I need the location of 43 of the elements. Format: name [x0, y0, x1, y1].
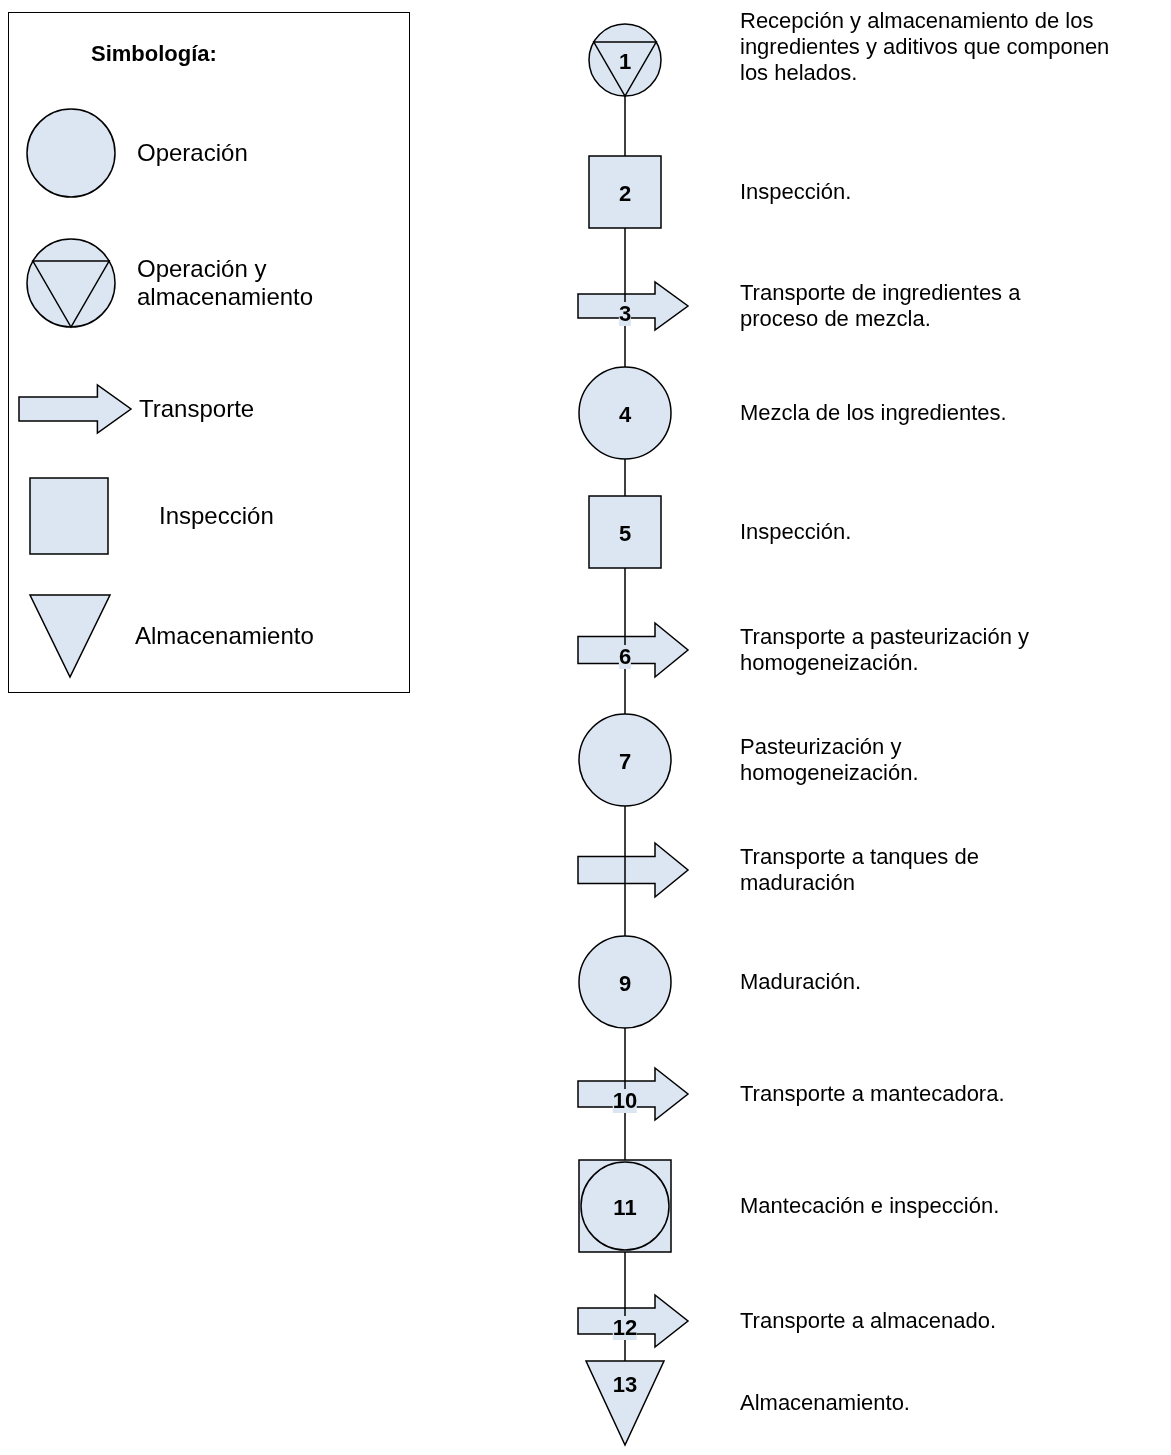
step-number: 10 [612, 1089, 638, 1113]
step-number: 3 [618, 302, 632, 326]
step-number: 2 [618, 182, 632, 206]
step-number: 7 [618, 750, 632, 774]
step-description: Almacenamiento. [740, 1390, 911, 1416]
legend-label: Operación y almacenamiento [137, 255, 315, 311]
step-number: 4 [618, 403, 632, 427]
step-description: Transporte a almacenado. [740, 1308, 997, 1334]
step-description: Pasteurización y homogeneización. [740, 734, 920, 786]
connector-line [624, 329, 626, 368]
connector-line [624, 1251, 626, 1296]
connector-line [624, 95, 626, 157]
connector-line [624, 567, 626, 624]
legend-label: Operación [137, 139, 248, 167]
step-number: 9 [618, 972, 632, 996]
step-number: 13 [612, 1373, 638, 1397]
step-number: 6 [618, 645, 632, 669]
step-number: 1 [618, 50, 632, 74]
legend-label: Inspección [159, 502, 274, 530]
step-description: Transporte a pasteurización y homogeneización. [740, 624, 1030, 676]
legend-label: Almacenamiento [135, 622, 314, 650]
connector-line [624, 676, 626, 715]
connector-line [624, 1346, 626, 1362]
connector-line [624, 227, 626, 283]
connector-line [624, 805, 626, 844]
step-description: Mezcla de los ingredientes. [740, 400, 1008, 426]
legend-label: Transporte [139, 395, 255, 423]
legend-title: Simbología: [91, 41, 217, 67]
step-description: Inspección. [740, 179, 853, 205]
step-number: 11 [613, 1196, 637, 1220]
connector-line [624, 1027, 626, 1069]
step-description: Transporte a tanques de maduración [740, 844, 980, 896]
step-description: Maduración. [740, 969, 863, 995]
step-description: Mantecación e inspección. [740, 1193, 1001, 1219]
connector-line [624, 1119, 626, 1161]
step-description: Transporte de ingredientes a proceso de mezcla. [740, 280, 1022, 332]
step-number: 5 [618, 522, 632, 546]
step-description: Recepción y almacenamiento de los ingredientes y aditivos que componen los helados. [740, 8, 1111, 86]
connector-line [624, 896, 626, 937]
step-description: Transporte a mantecadora. [740, 1081, 1006, 1107]
step-number: 12 [612, 1316, 638, 1340]
step-description: Inspección. [740, 519, 853, 545]
connector-line [624, 458, 626, 497]
